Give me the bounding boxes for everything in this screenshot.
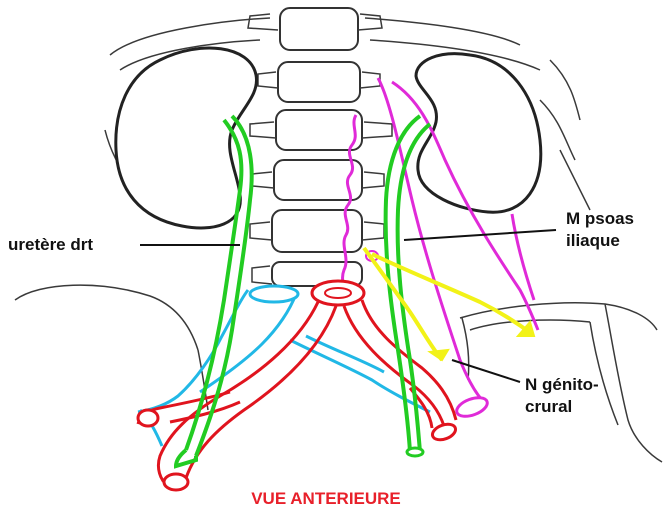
genito-label-line2: crural [525,397,572,416]
psoas-leader-line [404,230,556,240]
vertebra-l1 [276,110,362,150]
psoas-label-line1: M psoas [566,209,634,228]
vertebral-column [248,8,392,286]
nerve-leader-line [452,360,520,382]
pelvis-outline [15,285,662,462]
view-caption: VUE ANTERIEURE [251,489,401,508]
genito-label-line1: N génito- [525,375,599,394]
vertebra-t12 [278,62,360,102]
psoas-label-line2: iliaque [566,231,620,250]
left-kidney-shape [416,54,541,213]
vertebra-t11 [280,8,358,50]
ureter-label: uretère drt [8,235,93,254]
